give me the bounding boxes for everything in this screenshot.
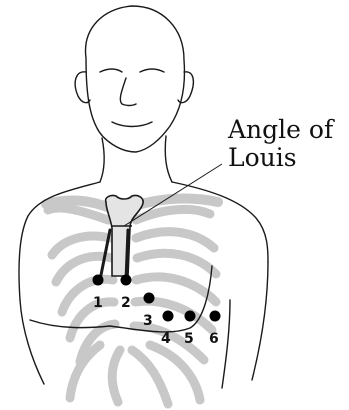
angle-of-louis-label: Angle of Louis [228, 116, 333, 172]
rib-cage [48, 208, 216, 404]
rib-lower-1 [112, 350, 120, 402]
electrode-4 [163, 311, 174, 322]
rib-lower-3 [70, 345, 100, 398]
rib-left-1 [48, 208, 108, 220]
torso-right [222, 300, 230, 388]
mouth [112, 122, 152, 127]
rib-right-3 [137, 253, 216, 274]
arm-left [20, 300, 44, 384]
electrode-label-1: 1 [93, 296, 103, 310]
electrode-label-4: 4 [161, 332, 171, 346]
brow-left [100, 69, 122, 72]
label-line-1: Angle of [228, 116, 333, 144]
rib-lower-2 [132, 350, 168, 404]
electrode-label-2: 2 [121, 296, 131, 310]
neck-left [100, 138, 104, 182]
ear-right [178, 72, 193, 103]
electrode-label-6: 6 [209, 332, 219, 346]
rib-right-2 [136, 232, 214, 248]
neck-right [165, 136, 172, 182]
clavicle-right [134, 199, 218, 206]
brow-right [140, 69, 164, 72]
head-outline [86, 6, 185, 152]
electrode-label-5: 5 [184, 332, 194, 346]
electrode-6 [210, 311, 221, 322]
arm-right [252, 262, 268, 380]
electrode-5 [185, 311, 196, 322]
nose [120, 78, 136, 106]
label-line-2: Louis [228, 144, 333, 172]
electrode-label-3: 3 [143, 314, 153, 328]
electrode-2 [121, 275, 132, 286]
electrode-3 [144, 293, 155, 304]
electrode-1 [93, 275, 104, 286]
